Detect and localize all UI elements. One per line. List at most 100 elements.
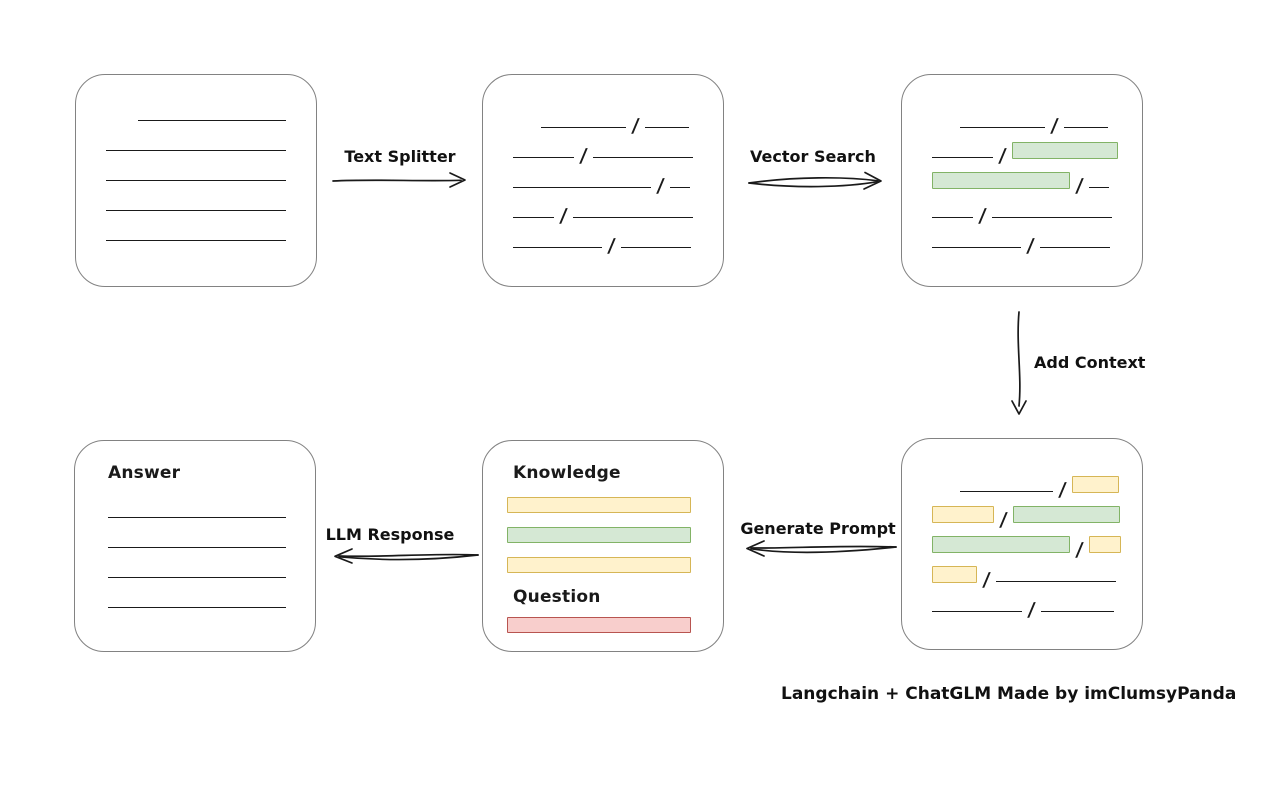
slash-separator: /	[998, 509, 1009, 531]
slash-separator: /	[1026, 599, 1037, 621]
source-document-box	[75, 74, 317, 287]
text-line	[932, 157, 993, 158]
text-line	[108, 577, 286, 578]
content-row: /	[932, 493, 1128, 531]
text-line	[108, 607, 286, 608]
slash-separator: /	[977, 205, 988, 227]
content-row	[106, 122, 302, 152]
text-line	[513, 247, 602, 248]
text-line	[932, 611, 1022, 612]
prompt-box: Knowledge Question	[482, 440, 724, 652]
text-line	[106, 210, 286, 211]
content-row: /	[513, 99, 709, 137]
green-chunk	[1011, 142, 1118, 159]
text-splitter-label: Text Splitter	[344, 147, 456, 166]
content-row: /	[932, 219, 1128, 257]
red-bar	[507, 617, 691, 633]
text-line	[513, 217, 554, 218]
text-line	[106, 180, 286, 181]
yellow-chunk	[932, 566, 977, 583]
text-line	[644, 127, 689, 128]
slash-separator: /	[1074, 175, 1085, 197]
yellow-chunk	[932, 506, 994, 523]
text-line	[513, 187, 651, 188]
generate-prompt-arrow	[746, 540, 897, 557]
generate-prompt-label: Generate Prompt	[740, 519, 896, 538]
answer-box: Answer	[74, 440, 316, 652]
knowledge-label: Knowledge	[513, 463, 621, 483]
content-row: /	[513, 129, 709, 167]
text-line	[1039, 247, 1110, 248]
slash-separator: /	[981, 569, 992, 591]
knowledge-bars	[507, 483, 723, 573]
yellow-chunk	[1088, 536, 1121, 553]
text-line	[995, 581, 1116, 582]
answer-label: Answer	[108, 463, 181, 483]
context-chunks-box: / / / / /	[901, 438, 1143, 650]
slash-separator: /	[997, 145, 1008, 167]
green-chunk	[1012, 506, 1120, 523]
content-row: /	[932, 189, 1128, 227]
yellow-chunk	[1071, 476, 1119, 493]
content-row	[108, 489, 301, 519]
add-context-label: Add Context	[1034, 353, 1146, 372]
text-line	[1040, 611, 1114, 612]
content-row	[106, 92, 302, 122]
content-row	[108, 549, 301, 579]
matched-chunks-box: / / / / /	[901, 74, 1143, 287]
caption: Langchain + ChatGLM Made by imClumsyPand…	[781, 684, 1237, 704]
text-line	[541, 127, 626, 128]
content-row	[106, 182, 302, 212]
yellow-bar	[507, 497, 691, 513]
text-line	[592, 157, 693, 158]
slash-separator: /	[1057, 479, 1068, 501]
text-line	[932, 247, 1021, 248]
slash-separator: /	[655, 175, 666, 197]
content-row: /	[932, 583, 1128, 621]
content-row	[106, 212, 302, 242]
content-row	[108, 519, 301, 549]
text-line	[991, 217, 1112, 218]
text-line	[572, 217, 693, 218]
answer-lines	[108, 489, 315, 609]
text-splitter-arrow	[332, 172, 466, 188]
content-row: /	[513, 159, 709, 197]
content-row	[106, 152, 302, 182]
question-bars	[507, 603, 723, 633]
green-bar	[507, 527, 691, 543]
green-chunk	[932, 172, 1070, 189]
content-row: /	[932, 463, 1128, 501]
slash-separator: /	[578, 145, 589, 167]
llm-response-label: LLM Response	[325, 525, 455, 544]
text-line	[1088, 187, 1109, 188]
slash-separator: /	[1025, 235, 1036, 257]
text-line	[960, 127, 1045, 128]
add-context-arrow	[1011, 311, 1027, 415]
text-chunks-box: / / / / /	[482, 74, 724, 287]
chunk-lines: / / / / /	[483, 75, 723, 257]
slash-separator: /	[1074, 539, 1085, 561]
text-line	[932, 217, 973, 218]
llm-response-arrow	[334, 548, 479, 564]
green-chunk	[932, 536, 1070, 553]
text-line	[1063, 127, 1108, 128]
matched-chunk-lines: / / / / /	[902, 75, 1142, 257]
content-row: /	[932, 159, 1128, 197]
context-chunk-lines: / / / / /	[902, 439, 1142, 621]
text-line	[960, 491, 1053, 492]
vector-search-arrow	[748, 171, 882, 190]
vector-search-label: Vector Search	[750, 147, 876, 166]
content-row: /	[932, 99, 1128, 137]
content-row	[108, 579, 301, 609]
text-line	[106, 150, 286, 151]
text-line	[108, 517, 286, 518]
text-line	[620, 247, 691, 248]
slash-separator: /	[606, 235, 617, 257]
slash-separator: /	[1049, 115, 1060, 137]
document-lines	[76, 75, 316, 242]
text-line	[108, 547, 286, 548]
content-row: /	[932, 553, 1128, 591]
slash-separator: /	[558, 205, 569, 227]
question-label: Question	[513, 587, 601, 607]
